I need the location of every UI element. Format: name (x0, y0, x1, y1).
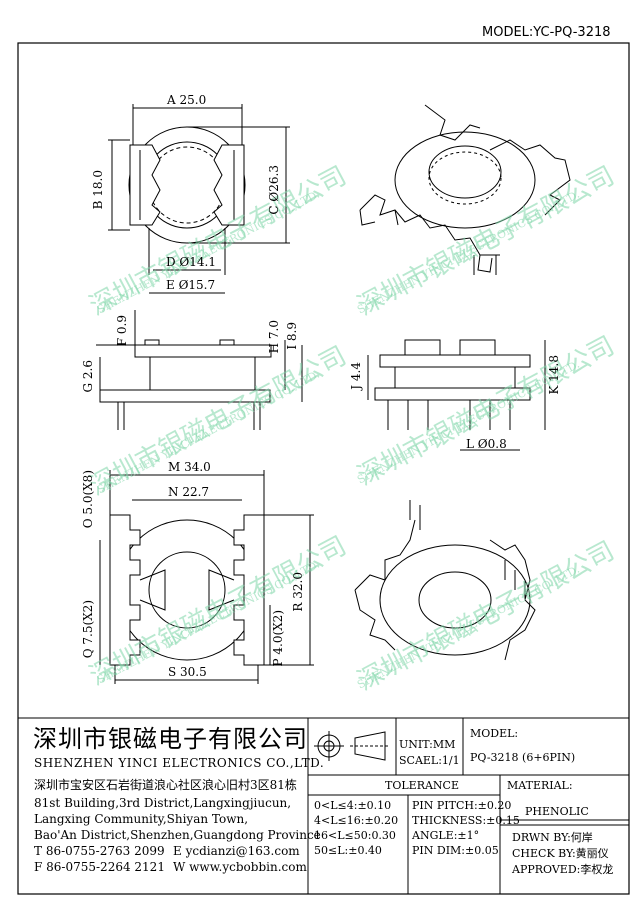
front-view (96, 310, 303, 430)
thickness: THICKNESS:±0.15 (412, 814, 520, 827)
unit-label: UNIT:MM (399, 738, 456, 751)
email: E ycdianzi@163.com (173, 844, 300, 858)
dim-e: E Ø15.7 (166, 278, 216, 292)
sheet-border (17, 42, 630, 895)
dim-a: A 25.0 (167, 93, 207, 107)
bottom-view (99, 470, 314, 684)
material-value: PHENOLIC (525, 805, 589, 818)
bottom-iso-view (354, 500, 536, 661)
drawn-by: DRWN BY:何岸 (512, 831, 593, 844)
tolerance-row-1: 0<L≤4:±0.10 (314, 799, 392, 812)
checked-by: CHECK BY:黄丽仪 (512, 847, 609, 860)
dim-n: N 22.7 (168, 485, 210, 499)
dim-b: B 18.0 (91, 170, 105, 210)
model-label: MODEL: (470, 727, 519, 740)
dim-c: C Ø26.3 (267, 165, 281, 215)
model-title: MODEL:YC-PQ-3218 (482, 25, 611, 40)
address-en-2: Langxing Community,Shiyan Town, (34, 812, 249, 826)
dim-g: G 2.6 (81, 360, 95, 393)
address-cn: 深圳市宝安区石岩街道浪心社区浪心旧村3区81栋 (34, 778, 297, 792)
dim-r: R 32.0 (291, 572, 305, 612)
company-name-en: SHENZHEN YINCI ELECTRONICS CO.,LTD. (34, 756, 325, 770)
dim-j: J 4.4 (349, 362, 363, 390)
side-view (367, 339, 546, 451)
tolerance-label: TOLERANCE (385, 779, 459, 792)
material-label: MATERIAL: (507, 779, 573, 792)
model-value: PQ-3218 (6+6PIN) (470, 751, 576, 764)
dim-q: Q 7.5(X2) (81, 600, 95, 659)
approved-by: APPROVED:李权龙 (512, 863, 614, 876)
fax: F 86-0755-2264 2121 (34, 860, 165, 874)
dim-o: O 5.0(X8) (81, 470, 95, 529)
dim-d: D Ø14.1 (166, 255, 216, 269)
dim-h: H 7.0 (267, 320, 281, 354)
pin-dim: PIN DIM:±0.05 (412, 844, 499, 857)
tolerance-row-2: 4<L≤16:±0.20 (314, 814, 399, 827)
top-view (108, 104, 290, 294)
company-name-cn: 深圳市银磁电子有限公司 (33, 725, 308, 753)
title-block (18, 717, 629, 894)
address-en-3: Bao'An District,Shenzhen,Guangdong Provi… (34, 828, 321, 842)
dim-i: I 8.9 (285, 322, 299, 350)
dim-k: K 14.8 (547, 355, 561, 395)
dim-p: P 4.0(X2) (271, 610, 285, 667)
angle: ANGLE:±1° (412, 829, 480, 842)
address-en-1: 81st Building,3rd District,Langxingjiucu… (34, 796, 292, 810)
telephone: T 86-0755-2763 2099 (34, 844, 165, 858)
dim-m: M 34.0 (168, 460, 211, 474)
tolerance-row-4: 50≤L:±0.40 (314, 844, 382, 857)
scale-label: SCAEL:1/1 (399, 754, 460, 767)
dim-f: F 0.9 (115, 315, 129, 347)
pin-pitch: PIN PITCH:±0.20 (412, 799, 512, 812)
top-iso-view (359, 104, 571, 275)
tolerance-row-3: 16<L≤50:0.30 (314, 829, 396, 842)
website: W www.ycbobbin.com (173, 860, 307, 874)
dim-s: S 30.5 (168, 665, 207, 679)
dim-l: L Ø0.8 (466, 437, 507, 451)
